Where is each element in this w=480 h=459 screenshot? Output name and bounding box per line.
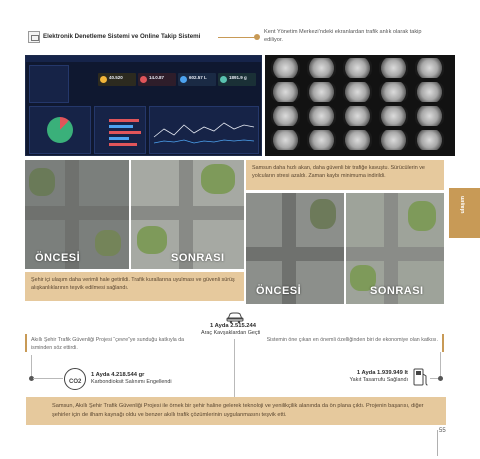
page-number: 55 <box>439 428 446 434</box>
carbon-stat-label: Karbondioksit Salınımı Engellendi <box>91 379 172 385</box>
before-label-right: ÖNCESİ <box>256 285 302 297</box>
kpi-card-4: 1891.9 g <box>218 73 256 86</box>
header-note: Kent Yönetim Merkezi’ndeki ekranlardan t… <box>264 29 422 43</box>
kpi-card-3: 602.57 L <box>178 73 216 86</box>
right-dot <box>438 376 443 381</box>
left-note-box: Şehir içi ulaşım daha verimli hale getir… <box>25 272 244 301</box>
fuel-pump-icon <box>412 366 430 388</box>
section-title: Elektronik Denetleme Sistemi ve Online T… <box>43 33 201 40</box>
kpi-card-1: 40.520 <box>98 73 136 86</box>
fuel-stat-label: Yakıt Tasarrufu Sağlandı <box>349 377 408 383</box>
fuel-stat-value: 1 Ayda 1.939.949 lt <box>356 370 408 376</box>
right-connector <box>440 352 441 376</box>
left-intro-text: Akıllı Şehir Trafik Güvenliği Projesi “ç… <box>31 337 185 351</box>
pie-panel <box>29 106 91 154</box>
car-icon <box>225 310 245 324</box>
pie-chart <box>47 117 73 143</box>
section-tab: ulaşım <box>449 188 480 238</box>
bar-panel <box>94 106 146 154</box>
before-photo-left: ÖNCESİ <box>25 160 129 269</box>
right-accent <box>442 334 444 352</box>
left-connector <box>31 355 32 378</box>
left-hline <box>33 378 63 379</box>
after-label: SONRASI <box>171 252 225 264</box>
right-hline <box>430 378 440 379</box>
before-label: ÖNCESİ <box>35 252 81 264</box>
kpi-card-2: 14.0.87 <box>138 73 176 86</box>
co2-icon: CO2 <box>64 368 86 390</box>
connector-line <box>218 37 256 38</box>
after-photo-left: SONRASI <box>131 160 244 269</box>
left-accent <box>25 334 27 352</box>
carbon-stat-value: 1 Ayda 4.218.544 gr <box>91 372 145 378</box>
camera-wall-image <box>265 55 455 156</box>
after-photo-right: SONRASI <box>346 193 444 304</box>
traffic-dashboard-image: 40.520 14.0.87 602.57 L 1891.9 g <box>25 55 262 156</box>
connector-dot <box>254 34 260 40</box>
conclusion-box: Samsun, Akıllı Şehir Trafik Güvenliği Pr… <box>26 397 446 425</box>
right-intro-text: Sistemin öne çıkan en önemli özelliğinde… <box>266 337 438 343</box>
left-dot <box>29 376 34 381</box>
dashboard-info-panel <box>29 65 69 103</box>
center-line <box>234 339 235 397</box>
svg-text:CO2: CO2 <box>69 379 82 385</box>
monitor-icon <box>28 31 40 43</box>
travel-stat-value: 1 Ayda 2.515.244 <box>210 323 256 329</box>
right-note-box: Samsun daha hızlı akan, daha güvenli bir… <box>246 160 444 190</box>
line-chart <box>153 122 255 144</box>
line-panel <box>149 106 259 154</box>
dashboard-topbar <box>26 56 261 62</box>
after-label-right: SONRASI <box>370 285 424 297</box>
before-photo-right: ÖNCESİ <box>246 193 344 304</box>
page-rule <box>437 430 438 456</box>
travel-stat-label: Araç Kavşaklardan Geçti <box>201 330 261 336</box>
